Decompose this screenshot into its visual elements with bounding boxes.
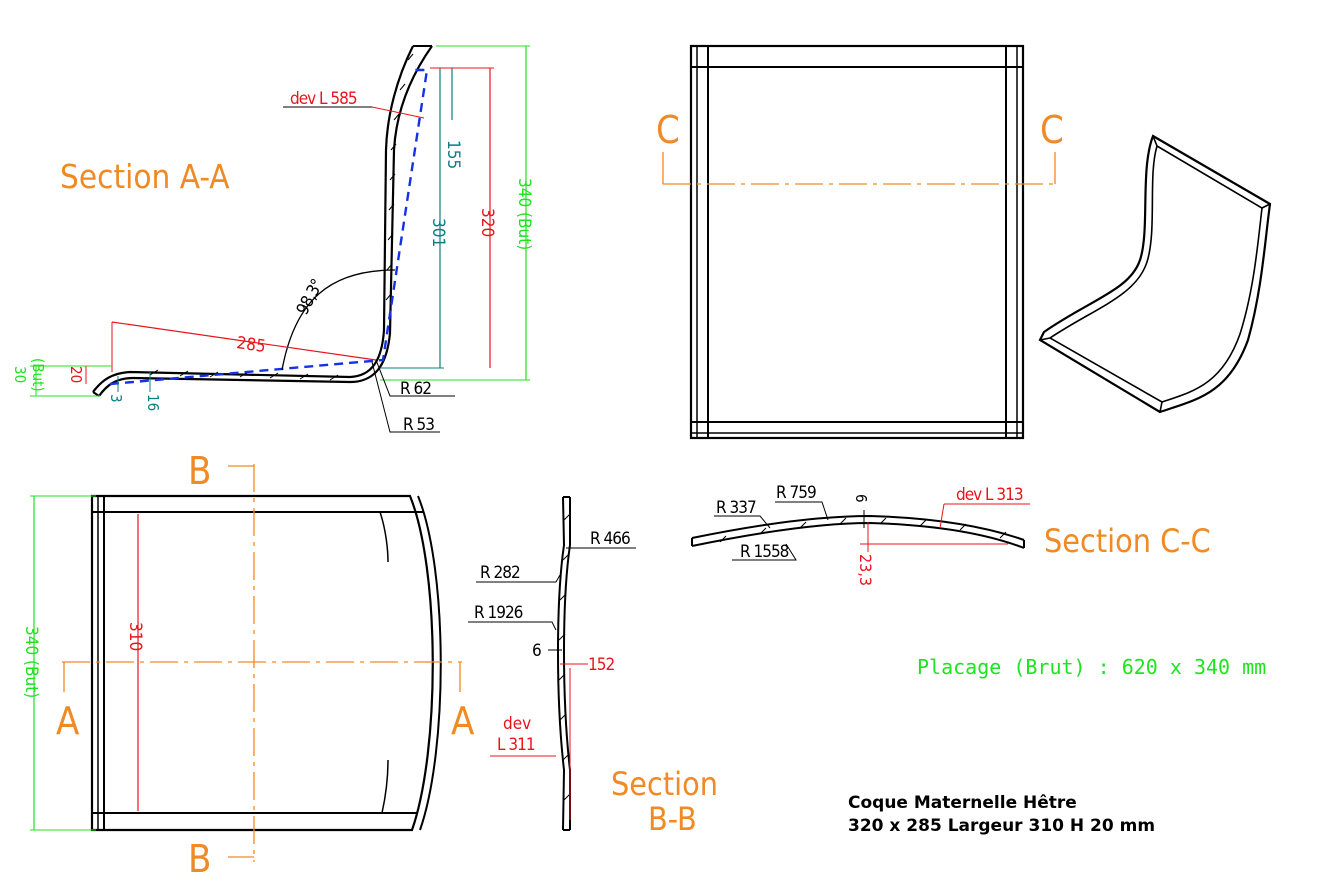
cc-dev-length: dev L 313 <box>956 485 1023 505</box>
aa-dim-3: 3 <box>107 394 125 403</box>
bb-dev-length: L 311 <box>497 735 535 755</box>
aa-dim-155: 155 <box>443 140 463 169</box>
marker-a-right: A <box>451 699 475 743</box>
section-aa-view: Section A-A dev L 585 155 301 320 340 (B… <box>11 45 534 435</box>
ab-dim-340-brut: 340 (But) <box>21 626 41 698</box>
aa-dim-16: 16 <box>144 394 162 411</box>
aa-shell-outer <box>92 45 414 393</box>
ab-dim-310: 310 <box>125 622 145 651</box>
aa-raw-outline <box>109 68 429 386</box>
bb-radius-466: R 466 <box>590 529 630 549</box>
aa-front-cap <box>92 391 100 397</box>
aa-dim-340-brut: 340 (But) <box>514 178 534 250</box>
aa-hatch <box>149 53 414 381</box>
cc-radius-337: R 337 <box>716 498 756 518</box>
bb-radius-1926: R 1926 <box>474 603 523 623</box>
title-block: Coque Maternelle Hêtre 320 x 285 Largeur… <box>848 792 1155 838</box>
aa-dev-length: dev L 585 <box>290 89 357 109</box>
section-cc-view: R 337 R 759 6 dev L 313 R 1558 23,3 Sect… <box>691 483 1211 586</box>
aa-dim-30: 30 <box>11 366 29 383</box>
section-bb-view: R 466 R 282 R 1926 6 152 dev L 311 Secti… <box>468 496 718 838</box>
cc-radius-1558: R 1558 <box>740 542 789 562</box>
section-cc-title: Section C-C <box>1044 522 1211 560</box>
veneer-size-note: Placage (Brut) : 620 x 340 mm <box>917 655 1267 679</box>
bb-dim-152: 152 <box>588 655 614 675</box>
marker-c-right: C <box>1040 108 1064 152</box>
cc-dim-233: 23,3 <box>856 554 875 586</box>
section-bb-title-2: B-B <box>648 800 697 838</box>
aa-angle: 98,3° <box>293 276 328 318</box>
bb-thickness-6: 6 <box>532 641 542 661</box>
aa-radius-53: R 53 <box>403 415 434 435</box>
aa-dim-20: 20 <box>67 366 85 383</box>
title-line-1: Coque Maternelle Hêtre <box>848 793 1077 813</box>
plan-view-cc: C C <box>656 44 1064 440</box>
cc-radius-759: R 759 <box>776 483 816 503</box>
section-aa-title: Section A-A <box>60 157 230 196</box>
marker-c-left: C <box>656 108 680 152</box>
aa-dim-301: 301 <box>428 218 448 247</box>
marker-a-left: A <box>56 699 80 743</box>
aa-radius-62: R 62 <box>400 379 431 399</box>
plan-outer-frame <box>689 44 1025 440</box>
section-bb-title-1: Section <box>611 765 718 803</box>
aa-dim-320: 320 <box>477 208 497 237</box>
bb-dev-label: dev <box>503 714 531 734</box>
isometric-view <box>1038 134 1272 414</box>
aa-dim-285: 285 <box>235 333 267 357</box>
title-line-2: 320 x 285 Largeur 310 H 20 mm <box>848 816 1156 836</box>
marker-b-top: B <box>188 449 211 493</box>
plan-view-ab: B B A A 310 340 (But) <box>21 449 475 881</box>
bb-radius-282: R 282 <box>480 563 520 583</box>
aa-dim-30-brut: (But) <box>29 358 47 392</box>
cc-thickness-6: 6 <box>852 494 870 503</box>
marker-b-bottom: B <box>188 837 211 881</box>
